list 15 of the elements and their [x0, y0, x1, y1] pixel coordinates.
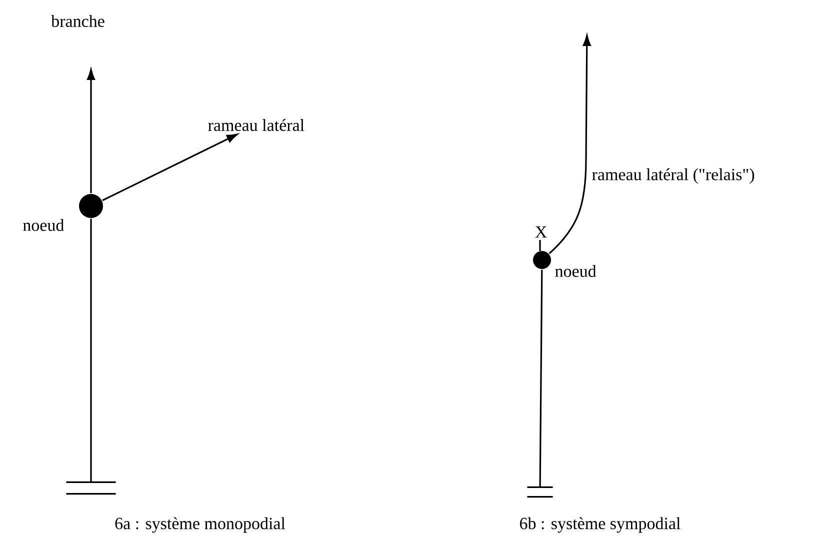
node-dot: [79, 194, 103, 218]
branch-label: branche: [51, 15, 104, 27]
caption: 6a : système monopodial: [115, 517, 286, 533]
node-label: noeud: [555, 265, 596, 277]
branch-label: rameau latéral: [208, 119, 304, 131]
caption: 6b : système sympodial: [520, 517, 680, 533]
edge-label: rameau latéral ("relais"): [590, 167, 756, 185]
node-dot: [533, 251, 551, 269]
arrow: [102, 134, 238, 202]
node-label: noeud: [23, 219, 64, 231]
base-symbol: [66, 481, 116, 495]
base-symbol: [527, 486, 553, 498]
arrow: [87, 69, 96, 194]
node-mark: X: [535, 226, 547, 238]
arrow: [548, 35, 591, 254]
